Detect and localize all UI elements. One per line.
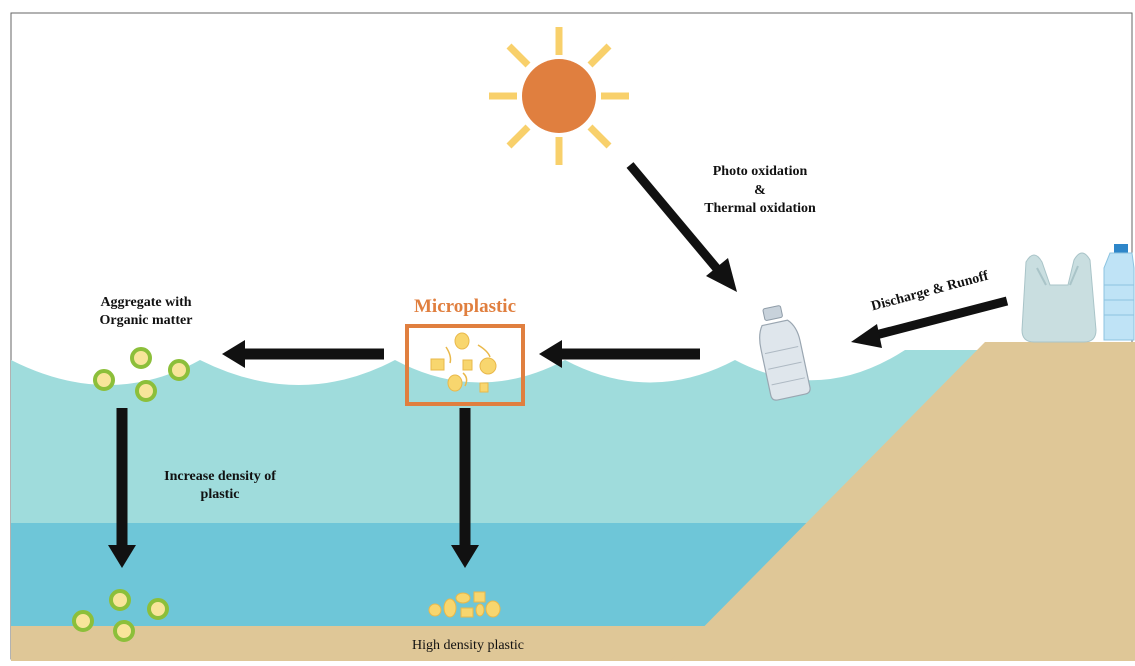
label-microplastic: Microplastic xyxy=(413,296,516,317)
high-density-plastic-pile xyxy=(428,591,501,618)
aggregate-particles xyxy=(93,347,190,402)
plastic-bag-icon xyxy=(1021,252,1097,343)
shore xyxy=(670,342,1135,661)
sun-icon xyxy=(489,27,629,165)
label-increase-line1: Increase density of xyxy=(164,469,276,484)
label-aggregate-line2: Organic matter xyxy=(99,313,193,328)
label-aggregate-line1: Aggregate with xyxy=(100,295,192,310)
microplastic-particles xyxy=(430,332,497,393)
label-thermal-oxidation: Thermal oxidation xyxy=(704,201,816,216)
arrow-microplastic-sink xyxy=(451,408,479,568)
floating-bottle-icon xyxy=(759,305,811,401)
label-high-density: High density plastic xyxy=(412,638,524,653)
label-photo-oxidation: Photo oxidation xyxy=(712,164,808,179)
label-increase-line2: plastic xyxy=(200,487,240,502)
water-bottle-icon xyxy=(1103,244,1135,341)
arrow-bottle-to-microplastic xyxy=(539,340,700,368)
sunk-aggregates xyxy=(72,589,169,642)
arrow-discharge xyxy=(851,296,1009,348)
microplastic-box xyxy=(405,324,525,406)
arrow-aggregate-sink xyxy=(108,408,136,568)
arrow-oxidation xyxy=(626,162,737,292)
arrow-microplastic-to-aggregate xyxy=(222,340,384,368)
label-ampersand: & xyxy=(754,183,766,198)
